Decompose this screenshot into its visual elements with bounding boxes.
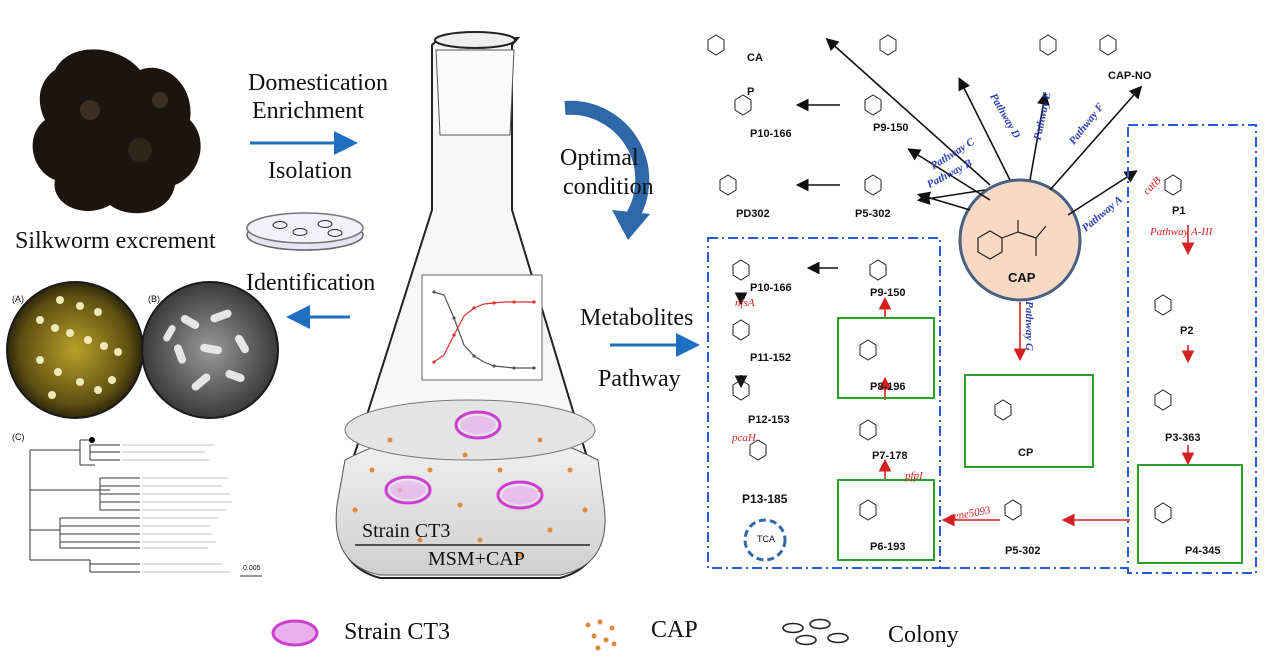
compound-p: P xyxy=(747,86,755,98)
compound-p10-top: P10-166 xyxy=(750,128,792,140)
legend-colony-icon xyxy=(782,618,849,646)
sem-micrograph-image xyxy=(141,281,279,419)
colony-plate-image xyxy=(6,281,144,419)
compound-p4: P4-345 xyxy=(1185,545,1221,557)
compound-p12: P12-153 xyxy=(748,414,790,426)
pathway-a3-label: Pathway A-III xyxy=(1150,226,1213,238)
enrichment-label: Enrichment xyxy=(252,98,364,124)
panel-c-label: (C) xyxy=(12,432,25,442)
gene-pfpi: pfpI xyxy=(905,470,923,482)
legend-strain-label: Strain CT3 xyxy=(344,619,450,645)
pathway-box-right xyxy=(1127,124,1257,574)
compound-p6: P6-193 xyxy=(870,541,906,553)
silkworm-excrement-image xyxy=(32,49,201,214)
tca-label: TCA xyxy=(757,534,775,544)
gene-pcah: pcaH xyxy=(732,432,756,444)
compound-p11: P11-152 xyxy=(750,352,791,364)
isolation-label: Isolation xyxy=(268,158,352,184)
compound-cp: CP xyxy=(1018,447,1034,459)
cap-center-node xyxy=(958,178,1082,302)
compound-p5-top: P5-302 xyxy=(855,208,891,220)
legend-strain-icon xyxy=(271,619,319,647)
red-arrows xyxy=(878,225,1195,527)
legend-cap-label: CAP xyxy=(651,617,698,643)
strain-label: Strain CT3 xyxy=(362,520,451,542)
panel-b-label: (B) xyxy=(148,294,160,304)
medium-label: MSM+CAP xyxy=(428,548,525,570)
optimal-label: Optimal xyxy=(560,145,639,171)
cap-degradation-plot xyxy=(421,274,543,381)
legend-colony-label: Colony xyxy=(888,622,959,648)
petri-dish-icon xyxy=(246,212,364,251)
condition-label: condition xyxy=(563,174,654,200)
compound-p10: P10-166 xyxy=(750,282,792,294)
compound-pd302: PD302 xyxy=(736,208,770,220)
cap-center-label: CAP xyxy=(1008,270,1036,285)
silkworm-excrement-label: Silkworm excrement xyxy=(15,228,216,254)
compound-p9: P9-150 xyxy=(870,287,906,299)
compound-structures xyxy=(707,34,1182,524)
pathway-box-left xyxy=(707,237,941,569)
phylogenetic-tree xyxy=(29,437,262,577)
compound-p2: P2 xyxy=(1180,325,1194,337)
compound-p3: P3-363 xyxy=(1165,432,1201,444)
panel-a-label: (A) xyxy=(12,294,24,304)
green-boxes xyxy=(837,317,1243,564)
pathway-label: Pathway xyxy=(598,366,681,392)
optimal-condition-arrow xyxy=(564,100,650,224)
compound-p5: P5-302 xyxy=(1005,545,1041,557)
tca-cycle-icon xyxy=(743,518,787,562)
tree-scale-label: 0.005 xyxy=(243,565,261,572)
metabolites-label: Metabolites xyxy=(580,305,694,331)
identification-label: Identification xyxy=(246,270,376,296)
gene-nfsa: nfsA xyxy=(735,297,755,309)
compound-p1: P1 xyxy=(1172,205,1186,217)
compound-p8: P8-196 xyxy=(870,381,906,393)
compound-capno: CAP-NO xyxy=(1108,70,1152,82)
compound-p13: P13-185 xyxy=(742,492,788,506)
domestication-label: Domestication xyxy=(248,70,388,96)
compound-p7: P7-178 xyxy=(872,450,908,462)
pathway-g-label: Pathway G xyxy=(1022,301,1035,351)
compound-p9-top: P9-150 xyxy=(873,122,909,134)
legend-cap-icon xyxy=(585,619,617,651)
compound-ca: CA xyxy=(747,52,763,64)
